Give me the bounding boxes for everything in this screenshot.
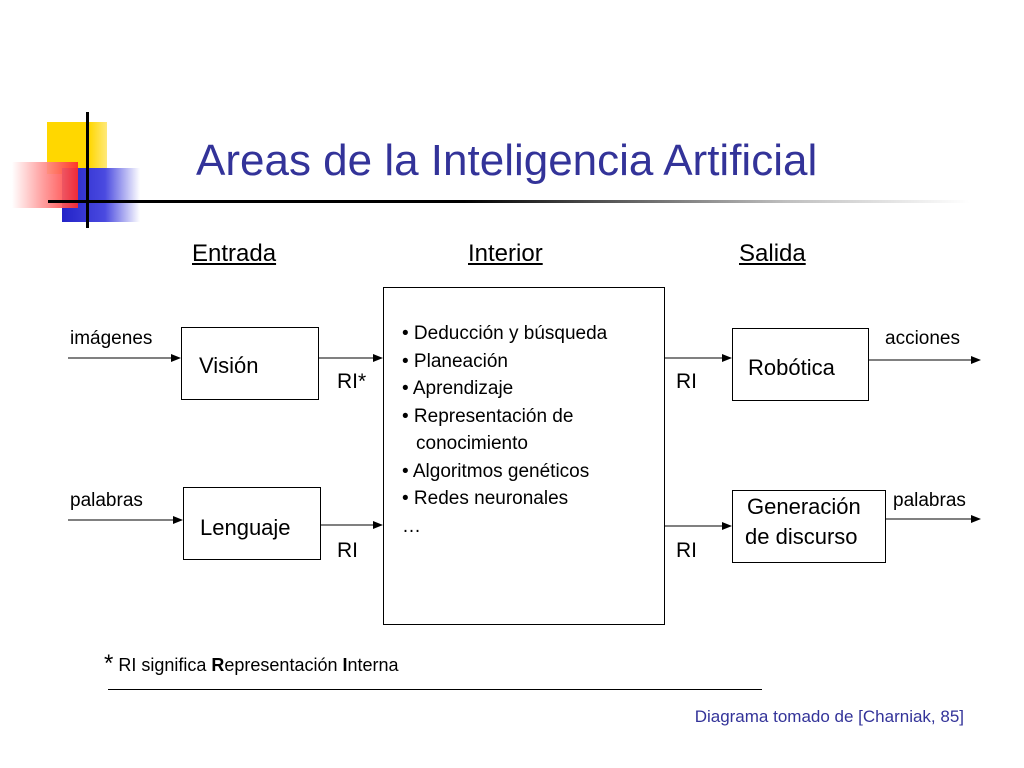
footnote-divider: [108, 689, 762, 690]
input-label-images: imágenes: [70, 328, 153, 349]
robotics-box-label: Robótica: [748, 355, 835, 380]
list-item: • Deducción y búsqueda: [402, 323, 608, 344]
column-heading-input: Entrada: [192, 240, 277, 267]
footnote-prefix: RI significa: [113, 655, 212, 675]
ri-label-vision: RI*: [337, 370, 367, 393]
speech-box-label-line2: de discurso: [745, 524, 858, 549]
interior-box: [383, 287, 665, 625]
footnote-asterisk: *: [104, 650, 114, 677]
robotics-box: [732, 328, 869, 401]
column-heading-output: Salida: [739, 240, 806, 267]
footnote: * RI significa Representación Interna: [104, 650, 399, 678]
list-item: • Redes neuronales: [402, 488, 569, 509]
vision-box: [181, 327, 319, 400]
list-item: • Planeación: [402, 350, 508, 372]
list-item: • Algoritmos genéticos: [402, 460, 590, 482]
list-item: conocimiento: [416, 433, 528, 454]
page-title: Areas de la Inteligencia Artificial: [196, 136, 818, 185]
footnote-bold-i: I: [342, 655, 348, 675]
ri-label-robotics: RI: [676, 370, 697, 393]
list-item: …: [402, 515, 421, 537]
language-box-label: Lenguaje: [200, 515, 291, 540]
footnote-suffix: nterna: [347, 655, 399, 675]
ri-label-language: RI: [337, 539, 358, 562]
interior-list: • Deducción y búsqueda • Planeación • Ap…: [402, 320, 607, 540]
speech-box-label-line1: Generación: [747, 494, 861, 519]
list-item: • Representación de: [402, 405, 574, 427]
list-item: • Aprendizaje: [402, 378, 514, 399]
output-label-actions: acciones: [885, 328, 960, 349]
footnote-mid: epresentación: [224, 655, 343, 675]
speech-generation-box: [732, 490, 886, 563]
title-underline: [50, 200, 970, 203]
footnote-bold-r: R: [211, 655, 225, 675]
ri-label-speech: RI: [676, 539, 697, 562]
vision-box-label: Visión: [199, 353, 259, 378]
output-label-words: palabras: [893, 490, 966, 511]
language-box: [183, 487, 321, 560]
input-label-words: palabras: [70, 490, 143, 511]
source-citation: Diagrama tomado de [Charniak, 85]: [694, 707, 964, 726]
decorative-logo-icon: [12, 112, 140, 228]
column-heading-interior: Interior: [468, 240, 543, 267]
